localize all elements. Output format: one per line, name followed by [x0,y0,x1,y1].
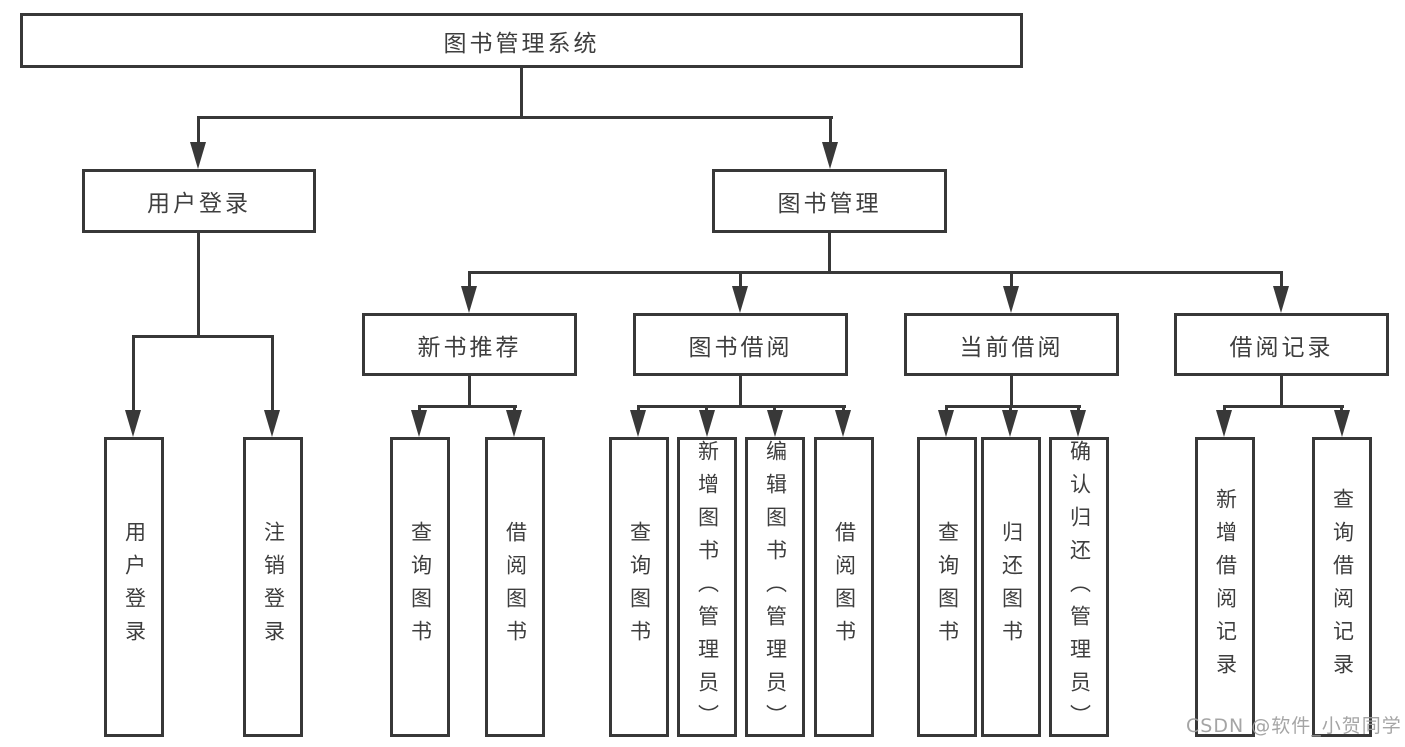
arrow-down-icon [1002,410,1018,437]
node-borrow-records: 借阅记录 [1174,313,1389,376]
leaf-query-borrow-record-label: 查询借阅记录 [1330,488,1355,686]
connector-line [739,374,742,408]
connector-line [1223,405,1344,408]
arrow-down-icon [767,410,783,437]
leaf-query-books-current: 查询图书 [917,437,977,737]
node-user-login-label: 用户登录 [147,191,251,217]
connector-line [1010,271,1013,289]
arrow-down-icon [411,410,427,437]
arrow-down-icon [125,410,141,437]
watermark: CSDN @软件_小贺同学 [1186,715,1402,737]
connector-line [637,405,846,408]
arrow-down-icon [1334,410,1350,437]
arrow-down-icon [732,286,748,313]
leaf-borrow-books-label: 借阅图书 [832,521,857,653]
connector-line [468,374,471,408]
arrow-down-icon [461,286,477,313]
leaf-edit-book-admin: 编辑图书（管理员） [745,437,805,737]
leaf-borrow-books-recommend: 借阅图书 [485,437,545,737]
node-root: 图书管理系统 [20,13,1023,68]
arrow-down-icon [1273,286,1289,313]
connector-line [197,230,200,338]
node-borrow-records-label: 借阅记录 [1229,334,1334,361]
connector-line [132,335,135,413]
node-book-management-label: 图书管理 [777,191,882,217]
node-user-login: 用户登录 [82,169,316,233]
leaf-return-book-label: 归还图书 [999,521,1024,653]
connector-line [1010,374,1013,408]
node-book-management: 图书管理 [712,169,947,233]
connector-line [520,66,523,119]
connector-line [1280,271,1283,289]
connector-line [739,271,742,289]
connector-line [468,271,471,289]
connector-line [828,230,831,274]
arrow-down-icon [1070,410,1086,437]
node-new-book-recommend: 新书推荐 [362,313,577,376]
connector-line [945,405,1081,408]
connector-line [1280,374,1283,408]
node-current-borrow: 当前借阅 [904,313,1119,376]
connector-line [829,116,832,146]
leaf-user-login: 用户登录 [104,437,164,737]
leaf-edit-book-admin-label: 编辑图书（管理员） [763,440,788,737]
node-new-book-recommend-label: 新书推荐 [417,334,522,361]
leaf-add-book-admin: 新增图书（管理员） [677,437,737,737]
arrow-down-icon [506,410,522,437]
leaf-borrow-books: 借阅图书 [814,437,874,737]
node-current-borrow-label: 当前借阅 [959,334,1064,361]
arrow-down-icon [835,410,851,437]
leaf-add-borrow-record-label: 新增借阅记录 [1213,488,1238,686]
leaf-confirm-return-admin: 确认归还（管理员） [1049,437,1109,737]
leaf-logout-label: 注销登录 [261,521,286,653]
leaf-add-book-admin-label: 新增图书（管理员） [695,440,720,737]
leaf-logout: 注销登录 [243,437,303,737]
connector-line [132,335,274,338]
leaf-query-books-recommend: 查询图书 [390,437,450,737]
arrow-down-icon [822,142,838,169]
connector-line [468,271,1283,274]
leaf-query-books-current-label: 查询图书 [935,521,960,653]
arrow-down-icon [1003,286,1019,313]
arrow-down-icon [264,410,280,437]
connector-line [197,116,200,146]
leaf-query-books-borrow-label: 查询图书 [627,521,652,653]
leaf-borrow-books-recommend-label: 借阅图书 [503,521,528,653]
leaf-add-borrow-record: 新增借阅记录 [1195,437,1255,737]
arrow-down-icon [630,410,646,437]
connector-line [418,405,517,408]
leaf-query-books-recommend-label: 查询图书 [408,521,433,653]
leaf-query-borrow-record: 查询借阅记录 [1312,437,1372,737]
connector-line [271,335,274,413]
node-book-borrow: 图书借阅 [633,313,848,376]
leaf-return-book: 归还图书 [981,437,1041,737]
leaf-user-login-label: 用户登录 [122,521,147,653]
connector-line [197,116,833,119]
arrow-down-icon [699,410,715,437]
arrow-down-icon [190,142,206,169]
node-book-borrow-label: 图书借阅 [688,334,793,361]
leaf-query-books-borrow: 查询图书 [609,437,669,737]
arrow-down-icon [938,410,954,437]
arrow-down-icon [1216,410,1232,437]
node-root-label: 图书管理系统 [443,30,600,57]
leaf-confirm-return-admin-label: 确认归还（管理员） [1067,440,1092,737]
